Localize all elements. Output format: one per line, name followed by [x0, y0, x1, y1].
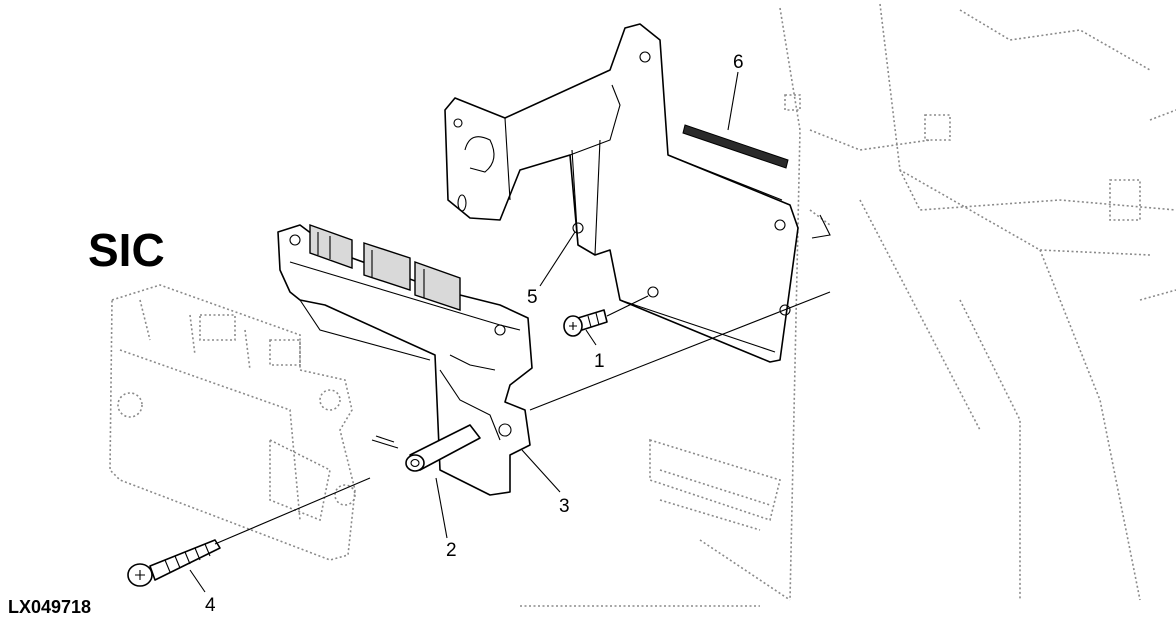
callout-5: 5: [527, 287, 538, 308]
callout-1: 1: [594, 351, 605, 372]
leader-lines: [189, 71, 831, 593]
spacer: [405, 424, 481, 472]
harness-strip: [682, 124, 789, 169]
controller-installed-outline: [109, 284, 356, 561]
long-screw: [127, 539, 221, 587]
short-screw: [563, 309, 608, 337]
sic-controller: [277, 224, 533, 496]
vehicle-frame-background: [520, 3, 1176, 607]
callout-2: 2: [446, 540, 457, 561]
mounting-bracket: [444, 23, 831, 363]
callout-4: 4: [205, 595, 216, 616]
figure-code: LX049718: [8, 597, 91, 617]
callout-6: 6: [733, 52, 744, 73]
callout-3: 3: [559, 496, 570, 517]
diagram-title: SIC: [88, 224, 165, 276]
